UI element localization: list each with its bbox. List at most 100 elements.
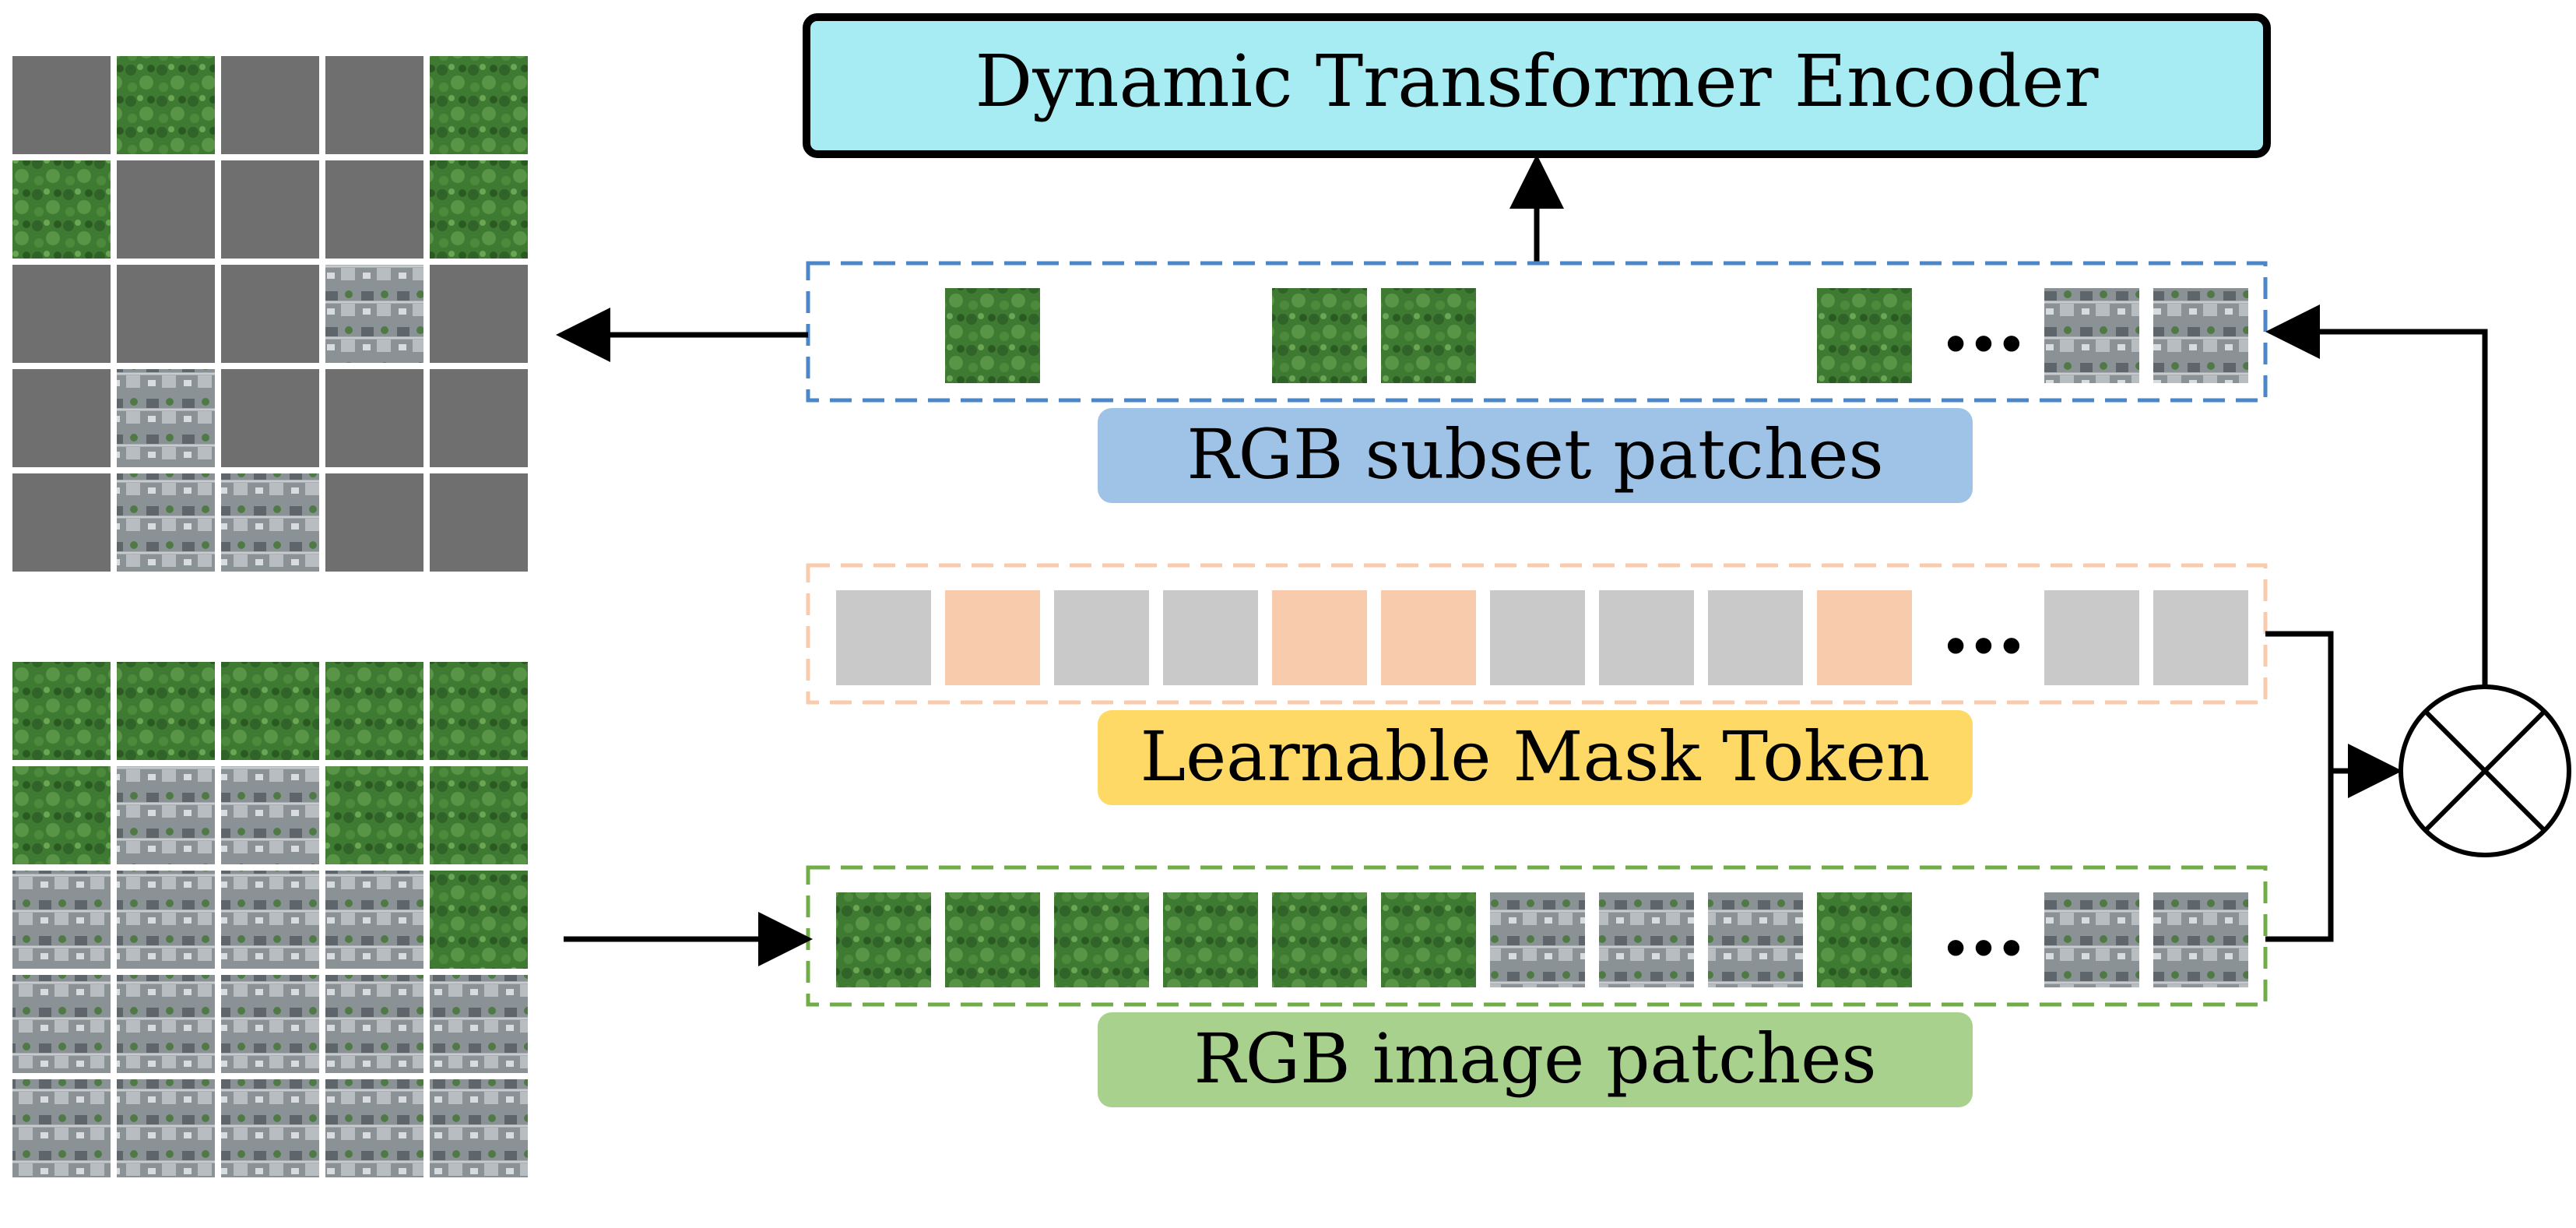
image-ellipsis: …: [1941, 874, 2026, 975]
masked-grid-cell: [12, 265, 111, 363]
mask-ellipsis: …: [1941, 572, 2026, 673]
full-grid-cell: [430, 766, 528, 864]
masked-grid-cell: [325, 473, 423, 572]
masked-grid-cell: [12, 369, 111, 467]
masked-grid-cell: [221, 369, 319, 467]
full-grid-cell: [117, 975, 215, 1073]
full-grid-cell: [430, 871, 528, 969]
mask-token: [1708, 590, 1803, 685]
masked-grid-cell: [221, 473, 319, 572]
image-patch: [1817, 892, 1912, 987]
full-grid-cell: [221, 871, 319, 969]
subset-patch: [945, 288, 1040, 383]
subset-label: RGB subset patches: [1186, 414, 1883, 494]
mask-token: [1381, 590, 1476, 685]
full-grid-cell: [221, 766, 319, 864]
image-patch: [1381, 892, 1476, 987]
full-grid-cell: [325, 662, 423, 760]
masked-grid-cell: [117, 369, 215, 467]
masked-grid-cell: [221, 265, 319, 363]
connector-mask-row: [2265, 631, 2334, 771]
masked-grid-cell: [430, 56, 528, 154]
full-image-grid: [12, 662, 528, 1177]
image-patch: [2153, 892, 2248, 987]
mask-token: [1490, 590, 1585, 685]
image-patch-row: [836, 892, 2248, 987]
masked-grid-cell: [325, 369, 423, 467]
mask-token-row: [836, 590, 2248, 685]
connector-operator-to-subset: [2265, 304, 2488, 687]
mask-token: [836, 590, 931, 685]
masked-grid-cell: [117, 56, 215, 154]
masked-grid-cell: [430, 265, 528, 363]
subset-patch: [1817, 288, 1912, 383]
mask-token: [1272, 590, 1367, 685]
multiply-circle-icon: [2399, 684, 2571, 857]
masked-grid-cell: [12, 160, 111, 259]
masked-grid-cell: [430, 473, 528, 572]
masked-image-grid: [12, 56, 528, 572]
image-patch: [1163, 892, 1258, 987]
image-patch: [1054, 892, 1149, 987]
mask-token: [2044, 590, 2139, 685]
full-grid-cell: [430, 662, 528, 760]
masked-grid-cell: [325, 160, 423, 259]
mask-token: [1163, 590, 1258, 685]
mask-token: [1054, 590, 1149, 685]
masked-grid-cell: [325, 56, 423, 154]
masked-grid-cell: [12, 473, 111, 572]
masked-grid-cell: [117, 160, 215, 259]
full-grid-cell: [325, 766, 423, 864]
subset-patch: [2153, 288, 2248, 383]
subset-patch-row: [945, 288, 2248, 383]
mask-label-pill: [1098, 710, 1973, 805]
masked-grid-cell: [221, 160, 319, 259]
image-patch: [1708, 892, 1803, 987]
image-label-pill: [1098, 1012, 1973, 1107]
image-patch: [945, 892, 1040, 987]
full-grid-cell: [12, 871, 111, 969]
full-grid-cell: [12, 662, 111, 760]
full-grid-cell: [12, 975, 111, 1073]
image-label: RGB image patches: [1194, 1019, 1877, 1099]
subset-ellipsis: …: [1941, 270, 2026, 371]
mask-token: [2153, 590, 2248, 685]
full-grid-cell: [430, 975, 528, 1073]
masked-grid-cell: [12, 56, 111, 154]
full-grid-cell: [117, 1079, 215, 1177]
image-patch: [836, 892, 931, 987]
subset-patch: [2044, 288, 2139, 383]
mask-token: [1599, 590, 1694, 685]
mask-token: [1817, 590, 1912, 685]
full-grid-cell: [117, 766, 215, 864]
mask-token: [945, 590, 1040, 685]
image-patch: [2044, 892, 2139, 987]
subset-patch: [1272, 288, 1367, 383]
image-patch: [1272, 892, 1367, 987]
image-patch: [1490, 892, 1585, 987]
masked-grid-cell: [221, 56, 319, 154]
connector-image-row: [2265, 771, 2334, 942]
full-grid-cell: [117, 871, 215, 969]
full-grid-cell: [325, 1079, 423, 1177]
masked-grid-cell: [430, 369, 528, 467]
full-grid-cell: [12, 1079, 111, 1177]
full-grid-cell: [221, 662, 319, 760]
full-grid-cell: [12, 766, 111, 864]
full-grid-cell: [221, 1079, 319, 1177]
full-grid-cell: [430, 1079, 528, 1177]
subset-patch: [1381, 288, 1476, 383]
masked-grid-cell: [430, 160, 528, 259]
full-grid-cell: [117, 662, 215, 760]
full-grid-cell: [325, 975, 423, 1073]
image-patch: [1599, 892, 1694, 987]
full-grid-cell: [325, 871, 423, 969]
full-grid-cell: [221, 975, 319, 1073]
encoder-title: Dynamic Transformer Encoder: [975, 40, 2099, 123]
subset-label-pill: [1098, 408, 1973, 503]
masked-grid-cell: [117, 265, 215, 363]
masked-grid-cell: [117, 473, 215, 572]
mask-label: Learnable Mask Token: [1140, 716, 1931, 797]
masked-grid-cell: [325, 265, 423, 363]
